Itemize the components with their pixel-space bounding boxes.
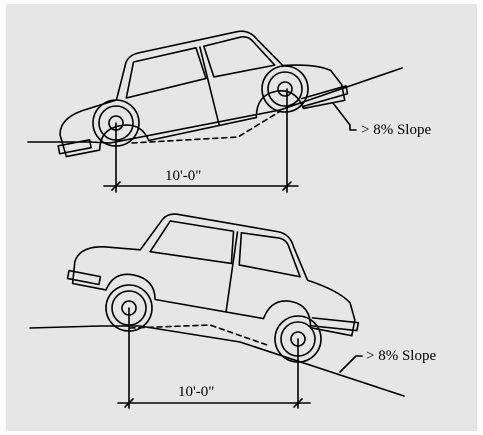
slope-label: > 8% Slope <box>361 122 431 138</box>
ground-line <box>27 67 403 144</box>
car-body <box>59 30 346 158</box>
dimension-tick-right <box>282 181 292 191</box>
car-body <box>71 213 356 337</box>
car <box>57 30 349 158</box>
slope-leader <box>339 355 363 373</box>
upward-ramp-diagram <box>27 30 403 193</box>
grade-reference-dashed <box>129 324 271 347</box>
car-window-rear <box>238 231 301 278</box>
bumper-front <box>300 85 349 108</box>
bumper-rear <box>66 269 102 286</box>
car <box>66 213 360 337</box>
dimension-tick-right <box>293 398 303 408</box>
dimension-label: 10'-0" <box>178 384 214 400</box>
car-window-rear <box>203 36 276 78</box>
dimension-tick-left <box>124 398 134 408</box>
wheel-front <box>261 65 309 113</box>
dimension-tick-left <box>111 181 121 191</box>
diagram-panel <box>6 4 477 431</box>
dimension-label: 10'-0" <box>165 168 201 184</box>
door-line <box>225 231 239 313</box>
slope-leader <box>332 102 357 131</box>
ground-line <box>29 325 405 397</box>
bumper-front <box>310 317 360 332</box>
bumper-rear <box>57 139 92 155</box>
downward-ramp-diagram <box>29 213 405 409</box>
car-window <box>125 47 207 99</box>
car-window <box>149 220 235 265</box>
slope-label: > 8% Slope <box>366 348 436 364</box>
grade-reference-dashed <box>131 111 280 144</box>
door-line <box>199 46 220 126</box>
